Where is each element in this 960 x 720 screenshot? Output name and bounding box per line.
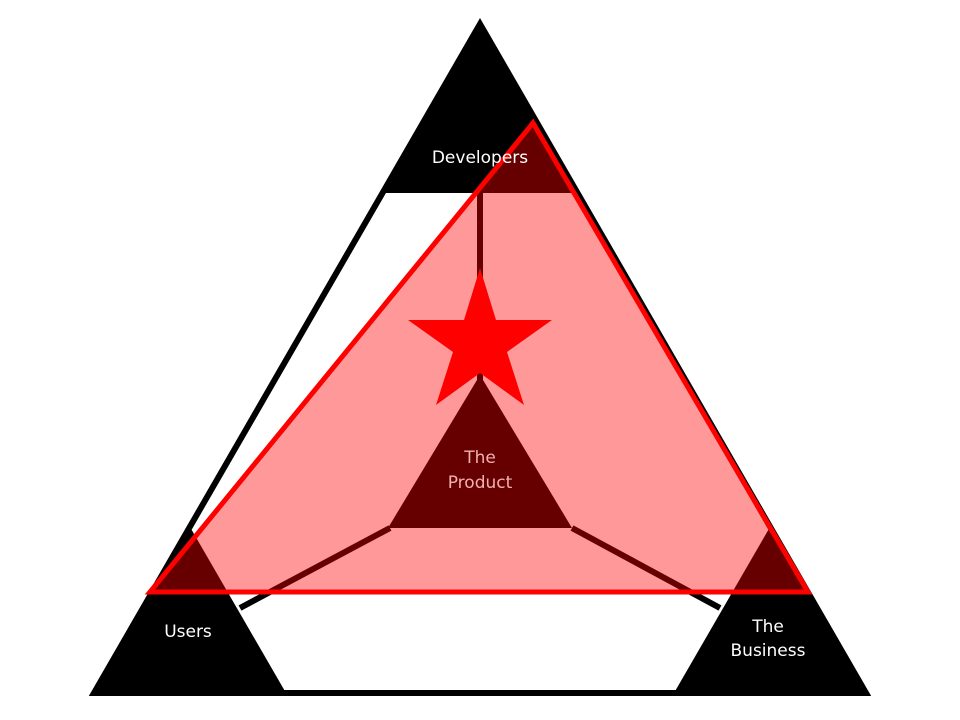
connector-users bbox=[238, 525, 392, 611]
node-label-business-line1: The bbox=[751, 617, 784, 637]
product-triangle bbox=[388, 375, 572, 528]
node-label-users: Users bbox=[164, 622, 212, 642]
node-label-product-line2: Product bbox=[448, 473, 513, 493]
node-label-developers: Developers bbox=[432, 148, 528, 168]
star-icon bbox=[408, 268, 552, 405]
connector-business bbox=[570, 525, 722, 611]
business-corner bbox=[674, 527, 866, 693]
users-corner bbox=[94, 527, 286, 693]
node-label-business-line2: Business bbox=[731, 641, 806, 661]
developers-corner bbox=[383, 24, 577, 193]
node-label-product-line1: The bbox=[463, 448, 496, 468]
